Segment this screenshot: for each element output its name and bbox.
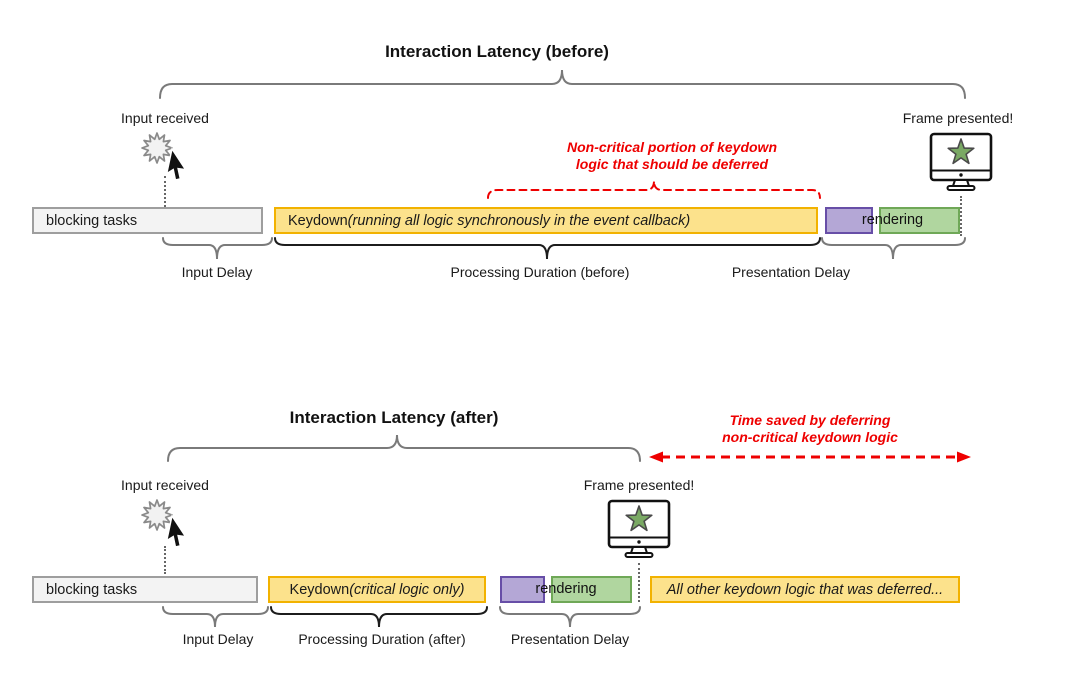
presentation-delay-label-after: Presentation Delay [510,631,630,647]
keydown-bar-before: Keydown (running all logic synchronously… [274,207,818,234]
input-delay-label-after: Input Delay [182,631,254,647]
input-received-label-after: Input received [121,477,209,493]
input-connector-line-before [164,176,166,207]
deferred-keydown-bar: All other keydown logic that was deferre… [650,576,960,603]
time-saved-note: Time saved by deferring non-critical key… [690,412,930,446]
time-saved-note-line2: non-critical keydown logic [722,429,898,445]
keydown-text-italic: (critical logic only) [349,581,465,598]
non-critical-note-line2: logic that should be deferred [575,156,769,172]
frame-connector-line-after [638,563,640,602]
title-after: Interaction Latency (after) [289,408,499,427]
blocking-tasks-bar-before: blocking tasks [32,207,263,234]
blocking-tasks-bar-after: blocking tasks [32,576,258,603]
interaction-latency-after-brace [167,434,641,462]
processing-duration-label-after: Processing Duration (after) [298,631,466,647]
deferred-keydown-text: All other keydown logic that was deferre… [666,581,944,598]
star-icon [947,138,975,165]
presentation-delay-brace-before [821,237,966,260]
rendering-label-before: rendering [861,212,924,228]
frame-presented-label-after: Frame presented! [583,477,695,493]
presentation-delay-brace-after [499,606,641,628]
keydown-bar-after: Keydown (critical logic only) [268,576,486,603]
rendering-label-after: rendering [535,581,597,597]
style-layout-bar-before [825,207,873,234]
input-delay-label-before: Input Delay [181,264,253,280]
input-connector-line-after [164,546,166,574]
presentation-delay-label-before: Presentation Delay [731,264,851,280]
cursor-icon [165,147,187,181]
burst-icon [141,499,173,531]
burst-icon [141,132,173,164]
keydown-text-prefix: Keydown [289,581,350,598]
processing-duration-brace-before [274,237,821,260]
input-delay-brace-before [162,237,273,260]
non-critical-note: Non-critical portion of keydown logic th… [552,139,792,173]
keydown-text-italic: (running all logic synchronously in the … [347,212,691,229]
paint-bar-after [551,576,632,603]
processing-duration-label-before: Processing Duration (before) [450,264,630,280]
monitor-icon [929,132,993,191]
time-saved-arrow [649,451,971,463]
keydown-text-prefix: Keydown [288,212,348,229]
interaction-latency-before-brace [159,69,966,99]
title-before: Interaction Latency (before) [385,42,609,61]
click-burst-icon-after [141,499,187,548]
blocking-tasks-text: blocking tasks [46,581,138,598]
frame-connector-line-before [960,196,962,236]
click-burst-icon [141,132,187,181]
paint-bar-before [879,207,960,234]
non-critical-dashed-brace [487,180,821,199]
style-layout-bar-after [500,576,545,603]
frame-presented-label-before: Frame presented! [902,110,1014,126]
star-icon [625,505,653,532]
time-saved-note-line1: Time saved by deferring [729,412,891,428]
input-received-label-before: Input received [121,110,209,126]
blocking-tasks-text: blocking tasks [46,212,138,229]
monitor-icon-after [607,499,671,558]
input-delay-brace-after [162,606,269,628]
processing-duration-brace-after [270,606,488,628]
non-critical-note-line1: Non-critical portion of keydown [566,139,777,155]
cursor-icon [165,514,187,548]
